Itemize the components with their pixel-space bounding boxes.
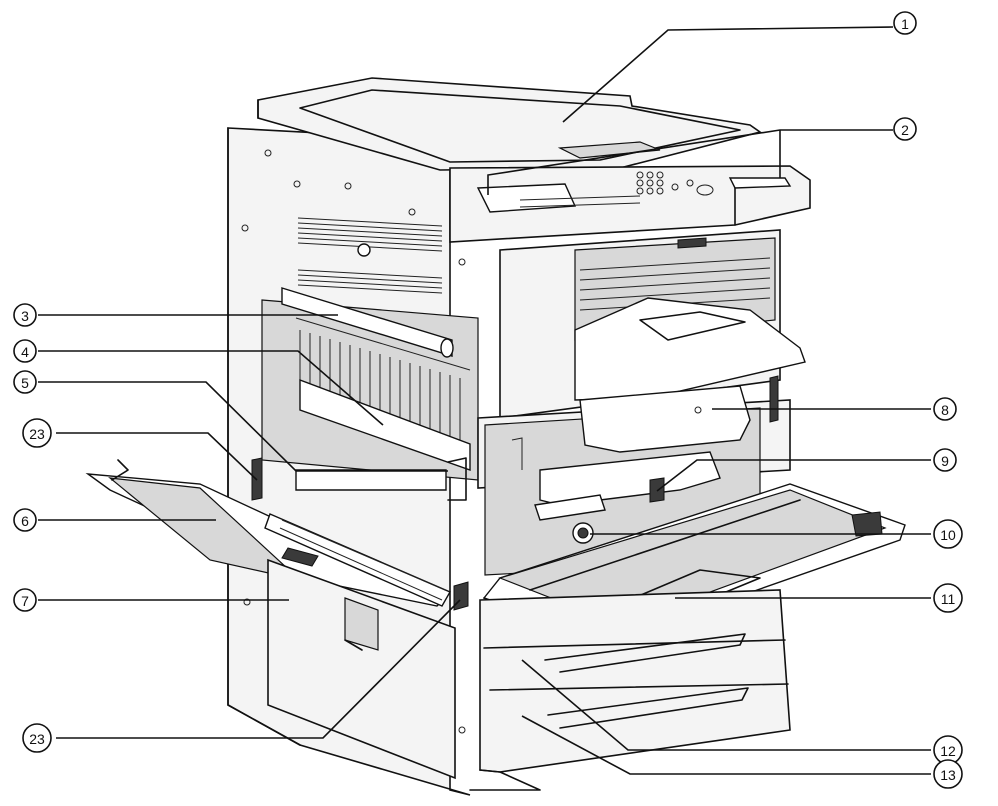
svg-text:8: 8 [941,402,949,418]
callout-7: 7 [13,588,37,612]
callout-3: 3 [13,303,37,327]
svg-text:2: 2 [901,122,909,138]
svg-text:7: 7 [21,593,29,609]
callout-6: 6 [13,508,37,532]
fuser-area [261,287,479,501]
svg-text:6: 6 [21,513,29,529]
callout-8: 8 [933,397,957,421]
transport-rollers [279,519,446,601]
operation-panel [449,165,811,243]
callout-5: 5 [13,370,37,394]
paper-drawers [458,258,791,791]
callout-11: 11 [933,583,963,613]
svg-text:12: 12 [940,743,956,759]
callout-1: 1 [893,11,917,35]
vent-grille [297,217,443,294]
callout-2: 2 [893,117,917,141]
svg-text:10: 10 [940,527,956,543]
keypad [636,171,714,196]
callout-9: 9 [933,448,957,472]
original-cover [257,77,762,171]
svg-text:3: 3 [21,308,29,324]
callout-4: 4 [13,339,37,363]
leader-lines [38,26,931,775]
svg-text:4: 4 [21,344,29,360]
callout-23-upper: 23 [22,418,52,448]
callout-13: 13 [933,759,963,789]
svg-text:23: 23 [29,426,45,442]
callout-23-lower: 23 [22,723,52,753]
callout-10: 10 [933,519,963,549]
front-body [499,229,806,419]
svg-text:5: 5 [21,375,29,391]
svg-text:23: 23 [29,731,45,747]
svg-text:9: 9 [941,453,949,469]
svg-text:1: 1 [901,16,909,32]
svg-text:13: 13 [940,767,956,783]
bypass-tray-left [85,459,451,607]
svg-text:11: 11 [941,591,956,607]
